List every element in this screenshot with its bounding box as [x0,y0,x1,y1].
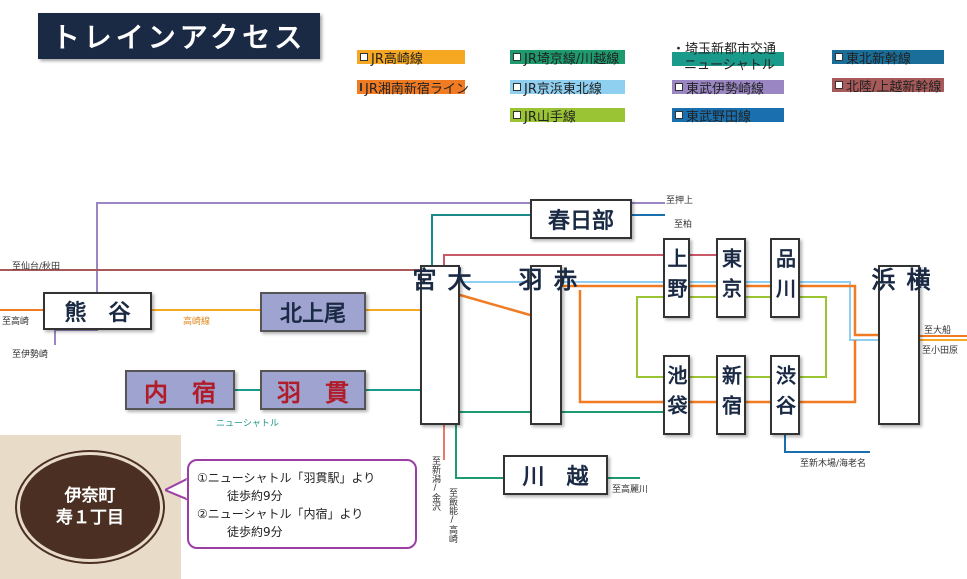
takasaki-line-label: 高崎線 [183,317,211,327]
dest-oshiage: 至押上 [666,196,694,206]
legend-shonan-shinjuku: JR湘南新宿ライン [357,80,469,97]
station-shinagawa[interactable]: 品川 [770,238,800,318]
station-shinjuku[interactable]: 新宿 [716,355,746,435]
callout-line4: 徒歩約9分 [227,525,283,539]
dest-niigata: 至新潟/金沢 [430,456,440,511]
callout-line3: ②ニューシャトル「内宿」より [197,507,364,521]
station-akabane[interactable]: 赤羽 [514,265,578,425]
new-shuttle-label: ニューシャトル [216,419,279,429]
dest-isesaki: 至伊勢崎 [12,350,49,360]
station-tokyo-label: 東京 [718,248,743,308]
address-line1: 伊奈町 [64,486,116,506]
address-line2: 寿１丁目 [56,508,124,528]
kawagoe-line [455,425,503,479]
dest-hanno: 至飯能/高崎 [447,488,457,543]
legend-tobu-isesaki: 東武伊勢崎線 [672,80,784,97]
shonan-shinjuku-line [459,293,531,317]
page-title: トレインアクセス [38,13,320,59]
legend-dot-icon [835,81,843,89]
legend-swatch [832,50,944,64]
legend-dot-icon: ・ [672,42,686,57]
legend-dot-icon [513,111,521,119]
legend-dot-icon [675,83,683,91]
callout-line1: ①ニューシャトル「羽貫駅」より [197,471,376,485]
legend-swatch [510,80,625,94]
station-akabane-label: 赤羽 [514,267,578,351]
legend-swatch [357,50,465,64]
legend-keihin-tohoku: JR京浜東北線 [510,80,625,97]
legend-swatch [510,108,625,122]
station-tokyo[interactable]: 東京 [716,238,746,318]
legend-swatch [672,80,784,94]
legend-swatch [510,50,625,64]
legend-tohoku-shinkansen: 東北新幹線 [832,50,944,67]
legend-dot-icon [675,111,683,119]
station-naijuku[interactable]: 内 宿 [125,370,235,410]
dest-sendai: 至仙台/秋田 [12,262,61,272]
address-badge: 伊奈町 寿１丁目 [20,455,160,559]
station-yokohama-label: 横浜 [867,267,931,351]
callout-pointer [165,478,189,502]
legend-hokuriku-joetsu: 北陸/上越新幹線 [832,78,944,95]
shibuya-line [784,432,870,453]
station-ueno[interactable]: 上野 [663,238,690,318]
legend-takasaki: JR高崎線 [357,50,465,67]
legend-tobu-noda: 東武野田線 [672,108,784,125]
tobu-isesaki-line [54,202,530,345]
station-kasukabe[interactable]: 春日部 [530,199,632,239]
station-shibuya[interactable]: 渋谷 [770,355,800,435]
legend-new-shuttle: ・埼玉新都市交通 ニューシャトル [672,42,784,74]
legend-dot-icon [835,53,843,61]
station-yokohama[interactable]: 横浜 [867,265,931,425]
legend-swatch [357,80,465,94]
legend-dot-icon [513,83,521,91]
dest-kashiwa: 至柏 [674,220,693,230]
station-omiya[interactable]: 大宮 [408,265,472,425]
legend-swatch [672,52,784,66]
dest-takasaki: 至高崎 [2,317,30,327]
dest-shinkiba: 至新木場/海老名 [800,459,867,469]
tobu-noda-line [431,214,530,265]
station-hanuki[interactable]: 羽 貫 [260,370,366,410]
access-callout: ①ニューシャトル「羽貫駅」より 徒歩約9分 ②ニューシャトル「内宿」より 徒歩約… [187,459,417,549]
station-ikebukuro[interactable]: 池袋 [663,355,690,435]
shinkansen-line [443,254,663,265]
legend-dot-icon [360,53,368,61]
keihin-tohoku-line [562,281,878,341]
dest-ofuna: 至大船 [924,326,952,336]
legend-dot-icon [360,83,362,91]
station-shinagawa-label: 品川 [772,248,797,308]
station-kitaageo[interactable]: 北上尾 [260,292,366,332]
station-shinjuku-label: 新宿 [718,365,743,425]
dest-odawara: 至小田原 [922,346,959,356]
legend-yamanote: JR山手線 [510,108,625,125]
station-kumagaya[interactable]: 熊 谷 [43,292,152,330]
station-omiya-label: 大宮 [408,267,472,351]
station-shibuya-label: 渋谷 [772,365,797,425]
station-ueno-label: 上野 [664,248,688,308]
shonan-shinjuku-line [562,284,878,337]
legend-saikyo: JR埼京線/川越線 [510,50,625,67]
legend-swatch [672,108,784,122]
legend-swatch [832,78,944,92]
station-kawagoe[interactable]: 川 越 [503,455,608,495]
station-ikebukuro-label: 池袋 [664,365,688,425]
callout-line2: 徒歩約9分 [227,489,283,503]
dest-komagawa: 至高麗川 [612,485,649,495]
legend-dot-icon [513,53,521,61]
